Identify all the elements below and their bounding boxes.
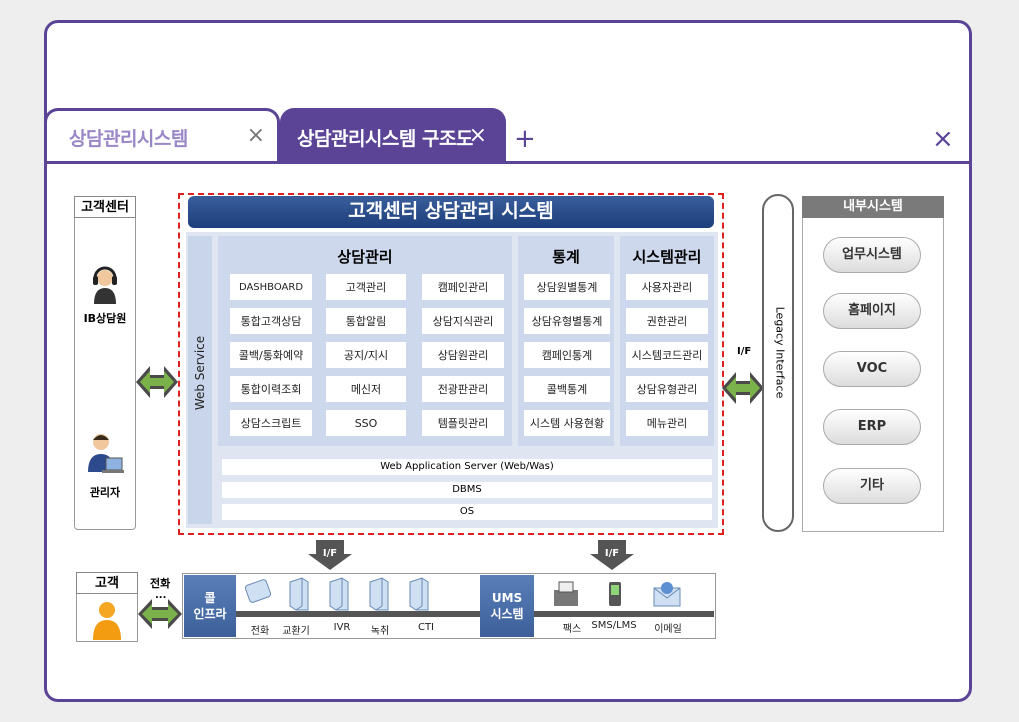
counsel-cell: 콜백/통화예약 bbox=[230, 342, 312, 368]
counsel-cell: DASHBOARD bbox=[230, 274, 312, 300]
sysmgmt-title: 시스템관리 bbox=[632, 248, 702, 266]
counsel-cell: 메신저 bbox=[326, 376, 406, 402]
stats-cell: 캠페인통계 bbox=[524, 342, 610, 368]
counsel-cell: 캠페인관리 bbox=[422, 274, 504, 300]
counsel-cell: 통합이력조회 bbox=[230, 376, 312, 402]
sysmgmt-cell: 권한관리 bbox=[626, 308, 708, 334]
web-service-strip: Web Service bbox=[188, 236, 212, 524]
system-boundary bbox=[178, 193, 724, 535]
channel-label: 전화 bbox=[150, 577, 171, 590]
if-down-label: I/F bbox=[322, 548, 338, 559]
manager-icon bbox=[88, 432, 124, 474]
sysmgmt-cell: 메뉴관리 bbox=[626, 410, 708, 436]
counsel-cell: 공지/지시 bbox=[326, 342, 406, 368]
counsel-cell: 템플릿관리 bbox=[422, 410, 504, 436]
call-infra-item-label: 교환기 bbox=[282, 626, 310, 637]
tab-counsel-structure[interactable]: 상담관리시스템 구조도 × bbox=[280, 108, 506, 164]
counsel-cell: 고객관리 bbox=[326, 274, 406, 300]
stats-cell: 콜백통계 bbox=[524, 376, 610, 402]
counsel-cell: 상담스크립트 bbox=[230, 410, 312, 436]
double-arrow-icon bbox=[722, 368, 764, 408]
counsel-cell: 전광판관리 bbox=[422, 376, 504, 402]
stats-cell: 시스템 사용현황 bbox=[524, 410, 610, 436]
cti-server-icon bbox=[406, 576, 432, 616]
internal-item: 기타 bbox=[823, 468, 921, 504]
counsel-cell: 상담지식관리 bbox=[422, 308, 504, 334]
tab-label: 상담관리시스템 bbox=[69, 128, 188, 150]
sysmgmt-cell: 시스템코드관리 bbox=[626, 342, 708, 368]
add-tab-icon[interactable]: + bbox=[514, 124, 536, 154]
fax-icon bbox=[552, 580, 580, 614]
recorder-server-icon bbox=[366, 576, 392, 616]
call-infra-item-label: 녹취 bbox=[370, 626, 390, 637]
stats-cell: 상담원별통계 bbox=[524, 274, 610, 300]
internal-item: VOC bbox=[823, 351, 921, 387]
internal-item: 홈페이지 bbox=[823, 293, 921, 329]
double-arrow-icon bbox=[136, 362, 178, 402]
ums-item-label: 이메일 bbox=[654, 624, 682, 635]
stats-cell: 상담유형별통계 bbox=[524, 308, 610, 334]
ums-title: UMS 시스템 bbox=[480, 575, 534, 637]
stats-title: 통계 bbox=[552, 248, 580, 266]
counsel-cell: 상담원관리 bbox=[422, 342, 504, 368]
legacy-label: Legacy Interface bbox=[773, 306, 787, 399]
counsel-cell: 통합고객상담 bbox=[230, 308, 312, 334]
tab-divider bbox=[44, 161, 972, 164]
system-title: 고객센터 상담관리 시스템 bbox=[188, 196, 714, 228]
ums-item-label: 팩스 bbox=[562, 624, 582, 635]
if-label: I/F bbox=[737, 346, 752, 357]
role-manager: 관리자 bbox=[89, 486, 121, 499]
headset-agent-icon bbox=[90, 262, 120, 304]
down-arrow-icon bbox=[306, 540, 354, 570]
contact-center-title: 고객센터 bbox=[74, 196, 136, 218]
infra-panel bbox=[182, 573, 716, 639]
legacy-interface: Legacy Interface bbox=[762, 194, 794, 532]
dbms-bar: DBMS bbox=[222, 482, 712, 498]
call-infra-title: 콜 인프라 bbox=[184, 575, 236, 637]
counsel-title: 상담관리 bbox=[337, 248, 393, 266]
counsel-cell: 통합알림 bbox=[326, 308, 406, 334]
email-icon bbox=[652, 580, 682, 614]
channel-more: ... bbox=[155, 590, 167, 601]
tab-label: 상담관리시스템 구조도 bbox=[297, 128, 473, 150]
double-arrow-icon bbox=[138, 596, 182, 632]
os-bar: OS bbox=[222, 504, 712, 520]
call-infra-item-label: 전화 bbox=[250, 626, 270, 637]
call-infra-item-label: CTI bbox=[417, 622, 435, 633]
switch-server-icon bbox=[286, 576, 312, 616]
call-infra-item-label: IVR bbox=[333, 622, 351, 633]
counsel-cell: SSO bbox=[326, 410, 406, 436]
internal-systems-title: 내부시스템 bbox=[802, 196, 944, 218]
tab-counsel-system[interactable]: 상담관리시스템 × bbox=[44, 108, 280, 164]
sms-icon bbox=[604, 580, 626, 614]
sysmgmt-cell: 사용자관리 bbox=[626, 274, 708, 300]
phone-icon bbox=[244, 576, 272, 610]
customer-icon bbox=[92, 600, 122, 640]
was-bar: Web Application Server (Web/Was) bbox=[222, 459, 712, 475]
ums-bus bbox=[534, 611, 714, 617]
sysmgmt-cell: 상담유형관리 bbox=[626, 376, 708, 402]
close-icon[interactable]: × bbox=[468, 123, 487, 148]
close-icon[interactable]: × bbox=[246, 123, 265, 148]
internal-item: ERP bbox=[823, 409, 921, 445]
down-arrow-icon bbox=[588, 540, 636, 570]
if-down-label: I/F bbox=[604, 548, 620, 559]
ums-item-label: SMS/LMS bbox=[591, 620, 637, 631]
customer-title: 고객 bbox=[76, 572, 138, 594]
web-service-label: Web Service bbox=[193, 335, 207, 411]
contact-center-panel bbox=[74, 196, 136, 530]
ivr-server-icon bbox=[326, 576, 352, 616]
internal-item: 업무시스템 bbox=[823, 237, 921, 273]
close-window-icon[interactable]: × bbox=[932, 124, 954, 154]
call-infra-bus bbox=[236, 611, 480, 617]
role-ib-agent: IB상담원 bbox=[83, 312, 127, 325]
